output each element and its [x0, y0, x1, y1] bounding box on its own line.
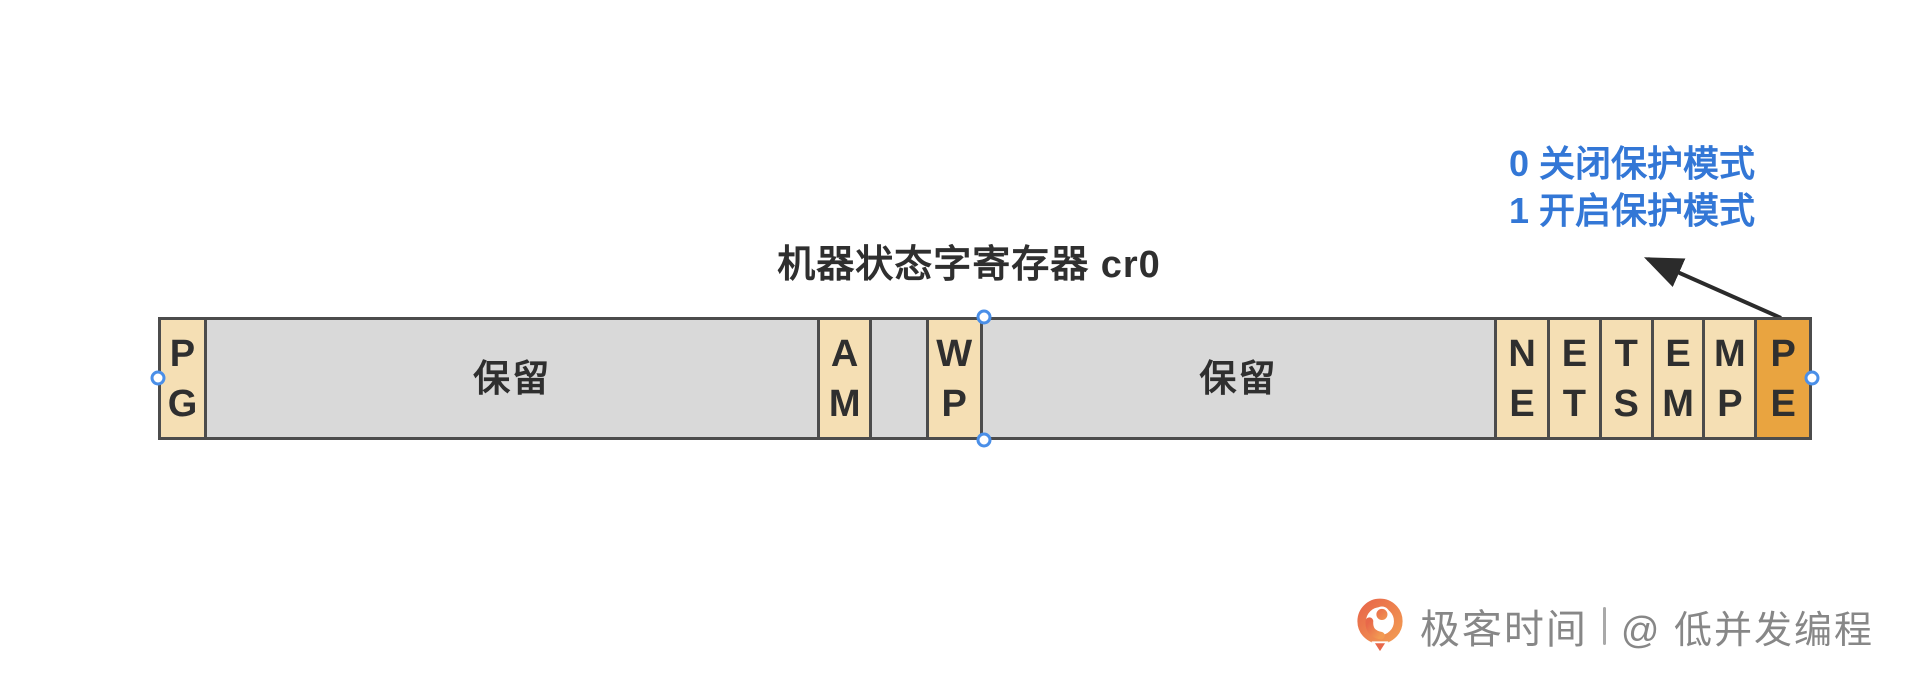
- register-cell-ET: E T: [1546, 320, 1599, 437]
- register-cell-reserved-1: 保留: [203, 320, 818, 437]
- register-cell-PE: P E: [1754, 320, 1810, 437]
- watermark: 极客时间 @ 低并发编程: [1355, 598, 1874, 654]
- register-cell-WP: W P: [925, 320, 980, 437]
- register-cell-AM: A M: [817, 320, 870, 437]
- watermark-credit: @ 低并发编程: [1620, 609, 1874, 652]
- watermark-divider: [1602, 607, 1606, 645]
- geektime-logo-icon: [1357, 598, 1403, 654]
- register-cell-PG: P G: [161, 320, 204, 437]
- selection-handle-right[interactable]: [1804, 370, 1820, 386]
- register-cell-MP: M P: [1702, 320, 1755, 437]
- register-cell-TS: T S: [1598, 320, 1651, 437]
- register-cell-reserved-3: 保留: [979, 320, 1495, 437]
- register-cell-NE: N E: [1494, 320, 1547, 437]
- watermark-brand: 极客时间: [1419, 608, 1588, 652]
- pe-bit-annotation: 0 关闭保护模式 1 开启保护模式: [1509, 140, 1755, 234]
- selection-handle-top[interactable]: [976, 309, 992, 325]
- selection-handle-left[interactable]: [150, 370, 166, 386]
- annotation-line-1: 0 关闭保护模式: [1508, 143, 1756, 184]
- register-cell-reserved-2: [869, 320, 926, 437]
- selection-handle-bottom[interactable]: [976, 432, 992, 448]
- annotation-line-2: 1 开启保护模式: [1508, 190, 1756, 231]
- register-cell-EM: E M: [1650, 320, 1703, 437]
- diagram-title: 机器状态字寄存器 cr0: [777, 244, 1161, 286]
